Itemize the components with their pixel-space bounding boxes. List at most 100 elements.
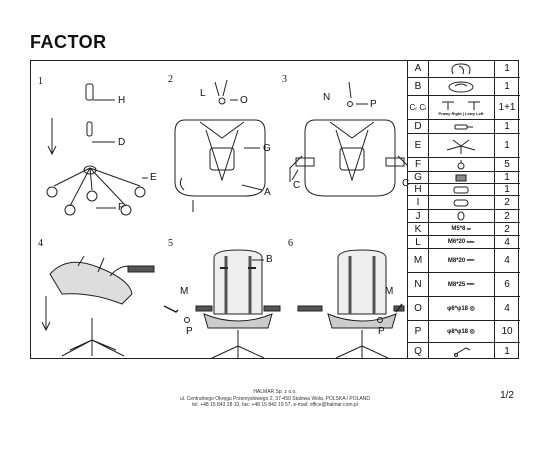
part-qty: 2 (504, 197, 510, 208)
seat-icon (428, 78, 495, 95)
part-row-c: Cᵣ Cₗ Prawy Right | Lewy Left 1+1 (408, 96, 520, 120)
callout-p-step5: P (186, 326, 193, 337)
part-row-i: I 2 (408, 196, 520, 210)
gas-lift-icon (428, 120, 495, 133)
screw-size-label: M8*25 (447, 281, 466, 288)
screw-shape: ━━ (466, 239, 475, 246)
armrest-icon: Prawy Right | Lewy Left (428, 96, 495, 119)
callout-h: H (118, 95, 126, 106)
part-qty: 4 (504, 236, 510, 248)
callout-c-right: C (402, 178, 410, 189)
screw-shape: ━━ (466, 258, 475, 264)
step-number-2: 2 (168, 74, 173, 85)
callout-l: L (200, 88, 206, 99)
part-letter: Cᵣ Cₗ (408, 96, 429, 119)
assembly-drawings (41, 79, 407, 359)
part-row-q: Q 1 (408, 343, 520, 359)
washer-shape: ◎ (469, 329, 475, 335)
part-qty: 1 (504, 140, 510, 151)
footer-address: ul. Centralnego Okręgu Przemysłowego 2, … (179, 395, 370, 402)
callout-n: N (323, 92, 331, 103)
screw-icon: M5*8 ━ (428, 223, 495, 235)
part-letter: F (408, 158, 429, 171)
step3-drawing (289, 81, 407, 197)
part-row-l: L M6*20 ━━ 4 (408, 236, 520, 249)
part-qty: 2 (504, 223, 510, 235)
cap-icon (428, 210, 495, 222)
washer-icon: φ6*φ18 ◎ (428, 297, 495, 320)
screw-icon: M8*25 ━━ (428, 273, 495, 296)
caster-icon (428, 158, 495, 171)
part-qty: 1 (504, 172, 510, 183)
washer-size-label: φ8*φ18 (447, 328, 468, 335)
page-number: 1/2 (500, 390, 514, 401)
part-row-d: D 1 (408, 120, 520, 134)
step4-drawing (41, 255, 155, 357)
part-letter: G (408, 172, 429, 183)
part-row-o: O φ6*φ18 ◎ 4 (408, 297, 520, 321)
part-letter: Q (408, 343, 429, 359)
callout-o: O (240, 95, 248, 106)
part-row-e: E 1 (408, 134, 520, 158)
step-number-6: 6 (288, 238, 293, 249)
part-qty: 2 (504, 210, 510, 222)
step1-drawing (46, 83, 148, 216)
document-title: FACTOR (30, 32, 107, 52)
part-letter: O (408, 297, 429, 320)
part-letter: A (408, 60, 429, 77)
footer-company: HALMAR Sp. z o.o. (253, 389, 297, 395)
part-qty: 6 (504, 279, 510, 290)
step6-drawing (297, 249, 405, 359)
part-row-g: G 1 (408, 172, 520, 184)
part-row-h: H 1 (408, 184, 520, 196)
pillow-icon (428, 196, 495, 209)
step-number-4: 4 (38, 238, 43, 249)
callout-c-left: C (293, 180, 301, 191)
screw-icon: M6*20 ━━ (428, 236, 495, 248)
part-row-j: J 2 (408, 210, 520, 223)
part-letter: K (408, 223, 429, 235)
step5-drawing (163, 249, 281, 359)
part-qty: 1 (504, 345, 510, 357)
screw-size-label: M5*8 (451, 226, 466, 232)
part-row-b: B 1 (408, 78, 520, 96)
part-qty: 4 (504, 255, 510, 266)
part-qty: 1+1 (498, 102, 516, 113)
parts-list: A 1 B 1 Cᵣ Cₗ Prawy Right | Lewy Left 1+… (407, 60, 520, 359)
part-qty: 1 (504, 63, 510, 74)
armrest-side-labels: Prawy Right | Lewy Left (438, 111, 484, 116)
part-row-a: A 1 (408, 60, 520, 78)
callout-m-step6: M (385, 286, 394, 297)
screw-icon: M8*20 ━━ (428, 249, 495, 272)
mechanism-icon (428, 172, 495, 183)
callout-d: D (118, 137, 126, 148)
screw-size-label: M6*20 (447, 239, 466, 245)
callout-f: F (118, 202, 125, 213)
star-base-icon (428, 134, 495, 157)
callout-a: A (264, 187, 271, 198)
part-qty: 1 (504, 81, 510, 92)
callout-e: E (150, 172, 157, 183)
footer-contact: tel. +48 15 843 28 10, fax: +48 15 842 1… (192, 402, 358, 408)
part-letter: D (408, 120, 429, 133)
part-qty: 4 (504, 303, 510, 314)
part-letter: M (408, 249, 429, 272)
step2-drawing (174, 79, 266, 212)
callout-p-step6: P (378, 326, 385, 337)
part-row-p: P φ8*φ18 ◎ 10 (408, 321, 520, 343)
part-letter: H (408, 184, 429, 195)
step-number-3: 3 (282, 74, 287, 85)
part-letter: P (408, 321, 429, 342)
screw-size-label: M8*20 (447, 257, 466, 264)
callout-g: G (263, 143, 271, 154)
part-row-k: K M5*8 ━ 2 (408, 223, 520, 236)
part-qty: 10 (501, 326, 513, 337)
step-number-5: 5 (168, 238, 173, 249)
callout-m-step5: M (180, 286, 189, 297)
step-number-1: 1 (38, 76, 43, 87)
washer-shape: ◎ (469, 306, 475, 312)
part-letter: J (408, 210, 429, 222)
washer-size-label: φ6*φ18 (447, 305, 468, 312)
part-row-m: M M8*20 ━━ 4 (408, 249, 520, 273)
company-footer: HALMAR Sp. z o.o. ul. Centralnego Okręgu… (0, 389, 550, 409)
